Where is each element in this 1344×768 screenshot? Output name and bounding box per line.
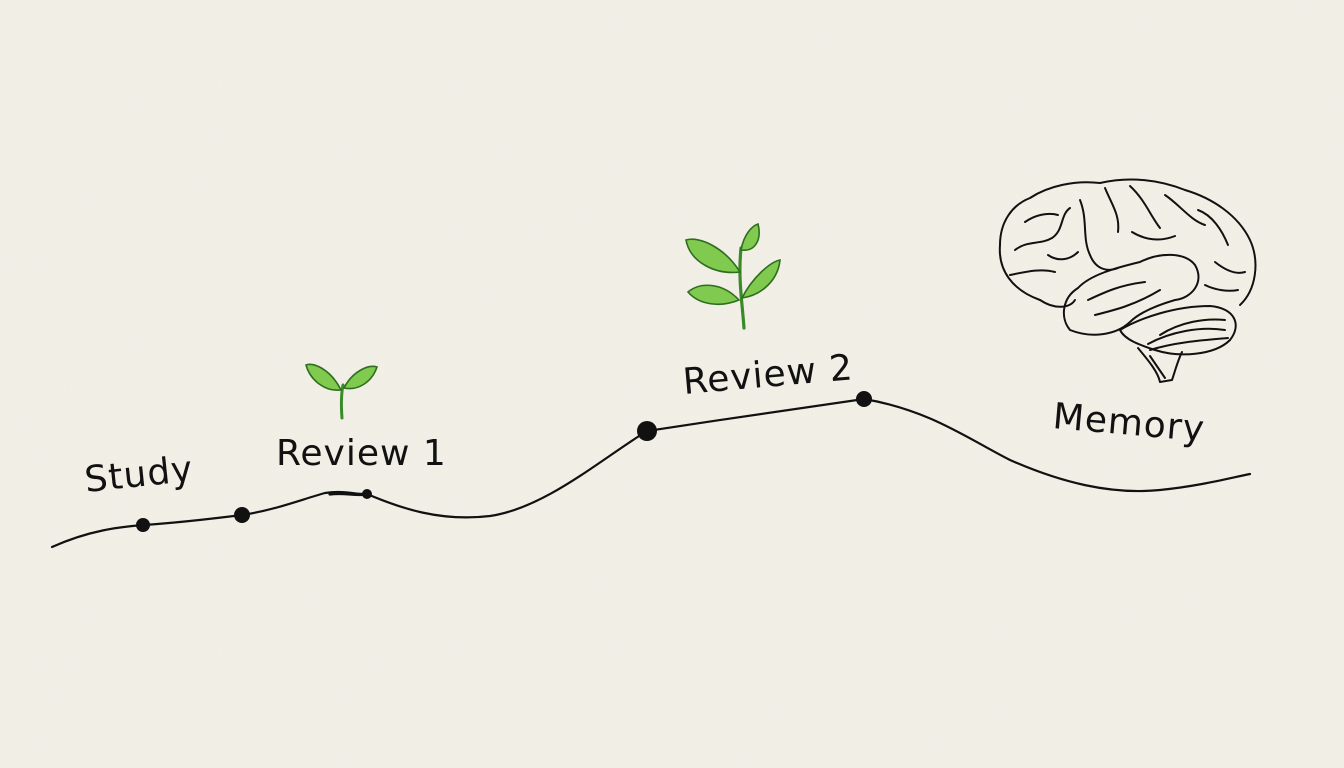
curve-point-review1 (362, 489, 372, 499)
curve-point-review2-start (637, 421, 657, 441)
label-review-1: Review 1 (276, 433, 447, 474)
plant-icon (685, 222, 781, 330)
curve-point-study (136, 518, 150, 532)
curve-point-2 (234, 507, 250, 523)
curve-point-review2-peak (856, 391, 872, 407)
sprout-icon (305, 363, 379, 420)
curve-accent-stroke (328, 491, 369, 497)
curve-points (136, 391, 872, 532)
brain-icon (998, 178, 1257, 383)
